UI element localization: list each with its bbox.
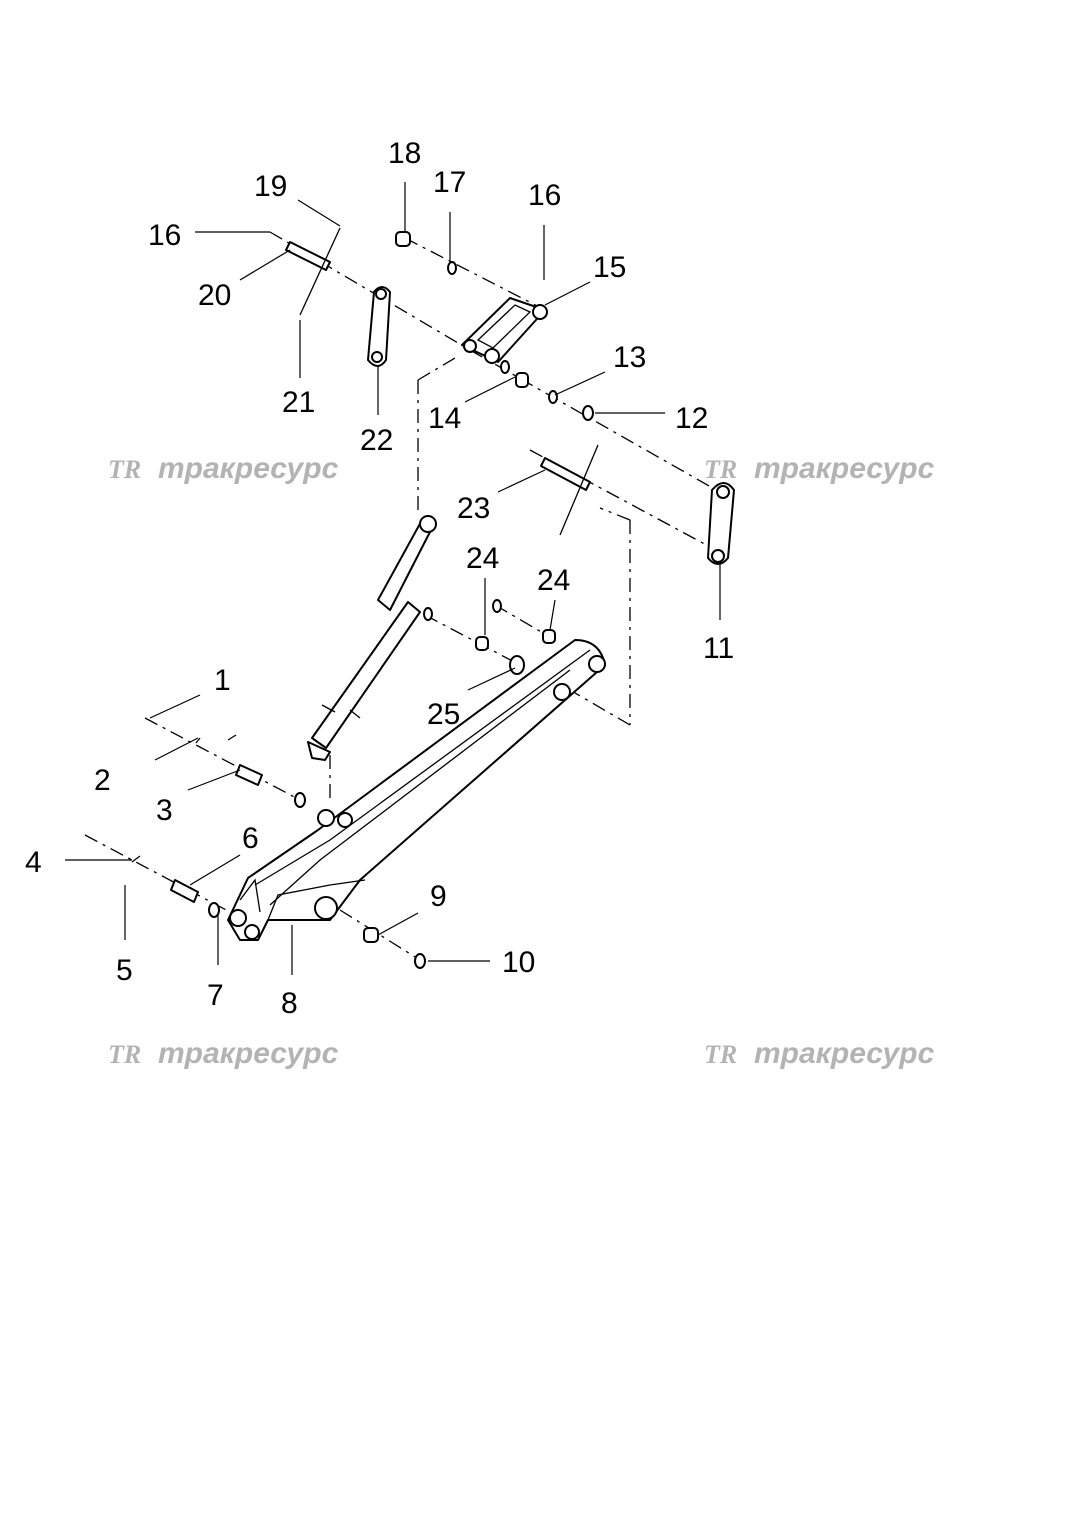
watermark-bottom-right: TR тракресурс <box>704 1037 935 1070</box>
callout-24-right: 24 <box>537 564 570 597</box>
callout-10: 10 <box>502 946 535 979</box>
callout-13: 13 <box>613 341 646 374</box>
callout-24-left: 24 <box>466 542 499 575</box>
watermark-top-left: TR тракресурс <box>108 452 339 485</box>
callout-7: 7 <box>207 979 224 1012</box>
callout-16-right: 16 <box>528 179 561 212</box>
callout-15: 15 <box>593 251 626 284</box>
watermark-brand: тракресурс <box>754 1037 935 1070</box>
callout-numbers: 1 2 3 4 5 6 7 8 9 10 11 12 13 14 15 16 1… <box>25 137 734 1020</box>
callout-14: 14 <box>428 402 461 435</box>
callout-21: 21 <box>282 386 315 419</box>
callout-3: 3 <box>156 794 173 827</box>
callout-5: 5 <box>116 954 133 987</box>
watermark-logo: TR <box>704 455 737 484</box>
callout-16-left: 16 <box>148 219 181 252</box>
watermark-bottom-left: TR тракресурс <box>108 1037 339 1070</box>
callout-8: 8 <box>281 987 298 1020</box>
callout-12: 12 <box>675 402 708 435</box>
callout-20: 20 <box>198 279 231 312</box>
callout-9: 9 <box>430 880 447 913</box>
watermark-brand: тракресурс <box>754 452 935 485</box>
watermark-logo: TR <box>108 1040 141 1069</box>
callout-25: 25 <box>427 698 460 731</box>
watermark-brand: тракресурс <box>158 1037 339 1070</box>
boom-arm <box>227 639 606 941</box>
callout-19: 19 <box>254 170 287 203</box>
hydraulic-cylinder <box>307 515 437 761</box>
callout-23: 23 <box>457 492 490 525</box>
assembly-axis-lines <box>84 231 726 961</box>
callout-18: 18 <box>388 137 421 170</box>
callout-22: 22 <box>360 424 393 457</box>
watermark-brand: тракресурс <box>158 452 339 485</box>
link-plate-11 <box>707 482 735 565</box>
callout-17: 17 <box>433 166 466 199</box>
callout-11: 11 <box>703 632 734 665</box>
callout-1: 1 <box>214 664 231 697</box>
watermark-top-right: TR тракресурс <box>704 452 935 485</box>
callout-leaders <box>65 182 721 975</box>
link-plate-22 <box>367 286 391 367</box>
bracket-15 <box>461 297 548 364</box>
small-hardware <box>131 227 599 969</box>
watermark-logo: TR <box>704 1040 737 1069</box>
callout-2: 2 <box>94 764 111 797</box>
watermark-logo: TR <box>108 455 141 484</box>
callout-4: 4 <box>25 846 42 879</box>
callout-6: 6 <box>242 822 259 855</box>
